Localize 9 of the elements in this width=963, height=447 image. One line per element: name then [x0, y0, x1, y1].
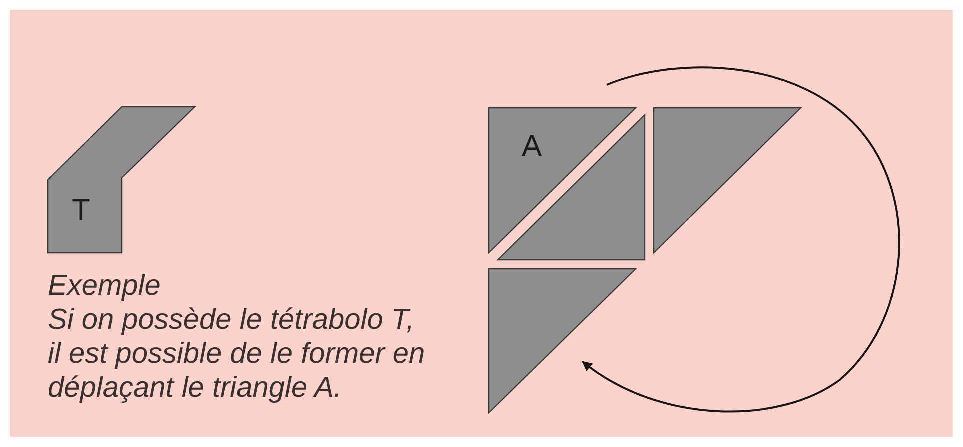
example-heading: Exemple	[48, 269, 162, 303]
triangle-piece	[498, 115, 645, 260]
triangle-piece	[489, 269, 636, 413]
tetrabolo-piece	[48, 107, 195, 253]
triangle-piece	[654, 108, 801, 253]
triangle-piece	[489, 108, 636, 253]
example-text: Si on possède le tétrabolo T, il est possible de le former en déplaçant le triangle A.	[48, 303, 426, 405]
piece-letter: T	[72, 196, 90, 226]
piece-letter: A	[522, 132, 542, 162]
